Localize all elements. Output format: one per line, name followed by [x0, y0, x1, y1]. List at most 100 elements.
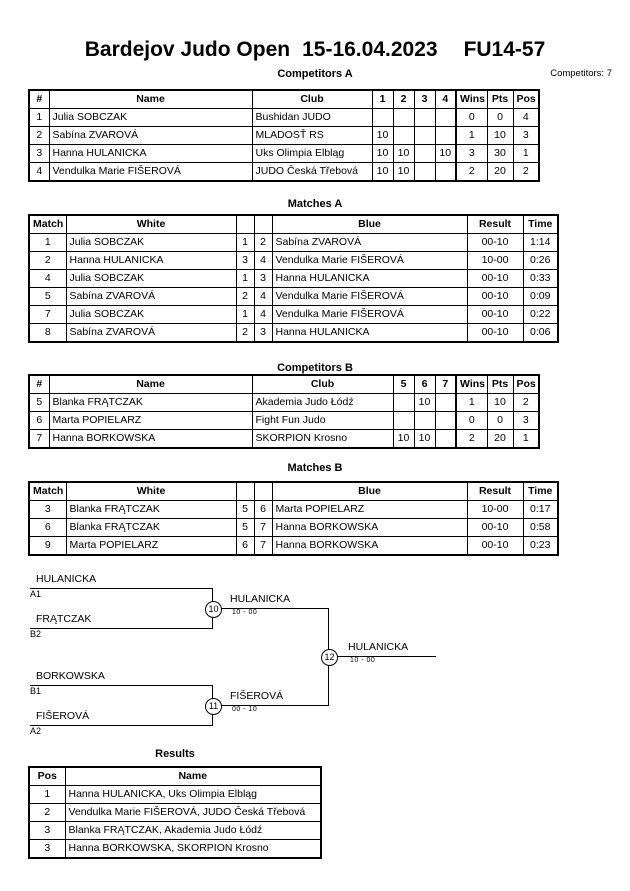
cell-m7 [434, 393, 457, 412]
cell-m4 [434, 162, 457, 182]
cell-blue: Hanna HULANICKA [271, 323, 468, 343]
cell-m7 [434, 411, 457, 430]
cell-blue: Marta POPIELARZ [271, 500, 468, 519]
cell-m3 [413, 108, 436, 127]
cell-club: Uks Olimpia Elbląg [251, 144, 373, 163]
cell-club: JUDO Česká Třebová [251, 162, 373, 182]
cell-match: 2 [28, 251, 67, 270]
cell-result: 10-00 [466, 500, 524, 519]
col-name: Name [48, 89, 253, 109]
cell-pos: 3 [28, 839, 66, 859]
cell-pos: 1 [512, 144, 540, 163]
cell-time: 0:26 [522, 251, 559, 270]
col-name: Name [64, 766, 322, 786]
col-wins: Wins [455, 374, 488, 394]
bracket-line [30, 725, 213, 726]
cell-name: Blanka FRĄTCZAK [48, 393, 253, 412]
cell-m6: 10 [413, 393, 436, 412]
bracket-line [337, 656, 436, 657]
cell-time: 0:17 [522, 500, 559, 519]
col-blue-num [253, 481, 273, 501]
cell-blue: Vendulka Marie FIŠEROVÁ [271, 287, 468, 306]
cell-num: 5 [28, 393, 50, 412]
cell-white: Hanna HULANICKA [65, 251, 237, 270]
bracket-line [30, 628, 213, 629]
cell-wn: 5 [235, 518, 255, 537]
section-title-results: Results [155, 748, 195, 760]
cell-m3 [413, 162, 436, 182]
cell-name: Marta POPIELARZ [48, 411, 253, 430]
cell-wn: 3 [235, 251, 255, 270]
cell-blue: Hanna BORKOWSKA [271, 536, 468, 556]
cell-club: Bushidan JUDO [251, 108, 373, 127]
cell-m6: 10 [413, 429, 436, 449]
col-white: White [65, 481, 237, 501]
col-match-5: 5 [392, 374, 415, 394]
table-header-row: # Name Club 1 2 3 4 Wins Pts Pos [28, 89, 540, 109]
col-pos: Pos [28, 766, 66, 786]
cell-name: Hanna BORKOWSKA, SKORPION Krosno [64, 839, 322, 859]
cell-match: 9 [28, 536, 67, 556]
bracket-match-number-12: 12 [321, 649, 338, 666]
cell-blue: Vendulka Marie FIŠEROVÁ [271, 251, 468, 270]
section-title-matches-b: Matches B [287, 462, 343, 474]
section-title-competitors-b: Competitors B [277, 362, 353, 374]
cell-pts: 0 [486, 108, 514, 127]
cell-num: 7 [28, 429, 50, 449]
cell-name: Sabína ZVAROVÁ [48, 126, 253, 145]
cell-club: Akademia Judo Łódź [251, 393, 394, 412]
cell-result: 00-10 [466, 518, 524, 537]
cell-club: SKORPION Krosno [251, 429, 394, 449]
col-blue-num [253, 214, 273, 234]
cell-num: 4 [28, 162, 50, 182]
cell-pos: 3 [512, 411, 540, 430]
cell-blue: Vendulka Marie FIŠEROVÁ [271, 305, 468, 324]
cell-m1: 10 [371, 144, 394, 163]
bracket-line [221, 705, 329, 706]
cell-wins: 2 [455, 162, 488, 182]
cell-blue: Hanna HULANICKA [271, 269, 468, 288]
col-match: Match [28, 481, 67, 501]
cell-wins: 2 [455, 429, 488, 449]
cell-match: 8 [28, 323, 67, 343]
col-pts: Pts [486, 89, 514, 109]
bracket-match-number-10: 10 [205, 601, 222, 618]
cell-time: 0:33 [522, 269, 559, 288]
cell-pos: 2 [512, 393, 540, 412]
cell-pts: 30 [486, 144, 514, 163]
cell-name: Blanka FRĄTCZAK, Akademia Judo Łódź [64, 821, 322, 840]
cell-wins: 3 [455, 144, 488, 163]
cell-time: 0:23 [522, 536, 559, 556]
col-name: Name [48, 374, 253, 394]
cell-bn: 3 [253, 269, 273, 288]
table-header-row: Pos Name [28, 766, 322, 786]
cell-time: 0:09 [522, 287, 559, 306]
cell-result: 00-10 [466, 269, 524, 288]
bracket-entry-name-3: BORKOWSKA [36, 670, 105, 682]
cell-name: Vendulka Marie FIŠEROVÁ, JUDO Česká Třeb… [64, 803, 322, 822]
cell-name: Hanna BORKOWSKA [48, 429, 253, 449]
tournament-date: 15-16.04.2023 [302, 38, 438, 61]
col-white: White [65, 214, 237, 234]
cell-blue: Hanna BORKOWSKA [271, 518, 468, 537]
bracket-entry-seed-1: A1 [30, 589, 42, 599]
bracket-match-number-11: 11 [205, 698, 222, 715]
cell-wn: 5 [235, 500, 255, 519]
col-wins: Wins [455, 89, 488, 109]
cell-bn: 6 [253, 500, 273, 519]
cell-result: 00-10 [466, 305, 524, 324]
cell-m2: 10 [392, 144, 415, 163]
cell-white: Blanka FRĄTCZAK [65, 500, 237, 519]
cell-club: MLADOSŤ RS [251, 126, 373, 145]
